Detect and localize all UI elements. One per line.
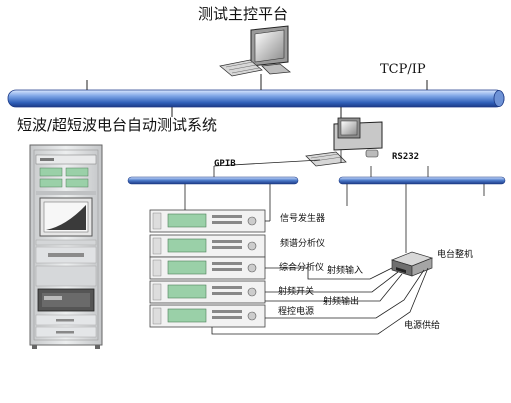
rf-switch-label: 射频开关 — [278, 287, 315, 297]
programmable-power-label: 程控电源 — [278, 307, 315, 317]
tcpip-bus — [7, 74, 505, 122]
rf-switch-unit — [149, 280, 266, 304]
radio-unit — [390, 251, 434, 277]
integrated-analyzer-label: 综合分析仪 — [279, 263, 325, 273]
rf-output-label: 射频输出 — [323, 297, 360, 307]
test-rack-cabinet — [29, 144, 103, 349]
main-control-computer — [219, 25, 292, 77]
instrument-control-computer — [305, 117, 383, 167]
power-supply-label: 电源供给 — [404, 321, 441, 331]
instrument-stack — [149, 196, 271, 328]
rs232-bus — [338, 166, 506, 253]
spectrum-analyzer-label: 频谱分析仪 — [280, 239, 326, 249]
tcpip-label: TCP/IP — [380, 62, 426, 77]
rf-power-connections — [211, 267, 429, 335]
gpib-bus — [127, 159, 321, 196]
integrated-analyzer-unit — [149, 256, 266, 280]
system-title: 短波/超短波电台自动测试系统 — [17, 116, 218, 134]
rf-input-label: 射频输入 — [327, 266, 364, 276]
programmable-power-unit — [149, 304, 266, 328]
signal-generator-unit — [149, 209, 266, 233]
signal-generator-label: 信号发生器 — [280, 214, 326, 224]
spectrum-analyzer-unit — [149, 234, 266, 258]
rs232-label: RS232 — [392, 152, 420, 162]
main-control-title: 测试主控平台 — [198, 5, 289, 23]
radio-device-label: 电台整机 — [437, 250, 474, 260]
gpib-label: GPIB — [214, 159, 236, 169]
